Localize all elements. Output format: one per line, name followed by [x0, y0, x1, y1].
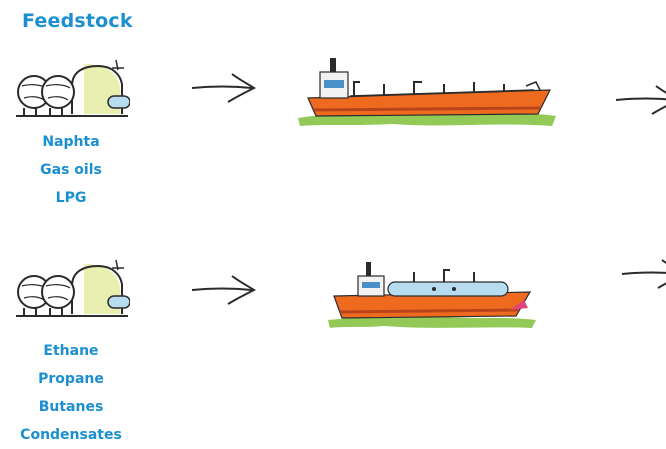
- gas-carrier-ship-icon: [324, 254, 540, 334]
- sketch-arrow-icon: [188, 268, 260, 308]
- section-title: Feedstock: [22, 10, 133, 32]
- sketch-arrow-icon: [612, 78, 666, 118]
- product-label: Naphta: [16, 128, 126, 156]
- storage-tank-icon: [12, 258, 130, 322]
- product-list-2: Ethane Propane Butanes Condensates: [16, 337, 126, 449]
- product-list-1: Naphta Gas oils LPG: [16, 128, 126, 212]
- sketch-arrow-icon: [188, 66, 260, 106]
- product-label: Gas oils: [16, 156, 126, 184]
- sketch-arrow-icon: [618, 252, 666, 292]
- product-label: LPG: [16, 184, 126, 212]
- storage-tank-icon: [12, 58, 130, 122]
- oil-tanker-ship-icon: [294, 46, 564, 136]
- product-label: Butanes: [16, 393, 126, 421]
- product-label: Condensates: [16, 421, 126, 449]
- product-label: Ethane: [16, 337, 126, 365]
- product-label: Propane: [16, 365, 126, 393]
